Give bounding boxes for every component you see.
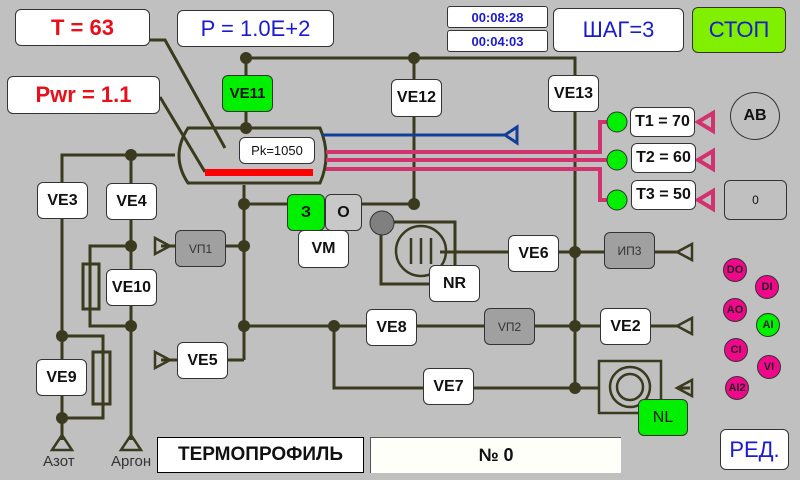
valve-ve7[interactable]: VE7 xyxy=(423,368,474,405)
power-readout[interactable]: Pwr = 1.1 xyxy=(7,76,160,114)
valve-ve3[interactable]: VE3 xyxy=(37,182,88,219)
profile-label: ТЕРМОПРОФИЛЬ xyxy=(157,437,364,473)
nr-indicator-icon xyxy=(369,210,395,236)
ve2-outlet-icon xyxy=(674,315,694,337)
pressure-readout[interactable]: P = 1.0E+2 xyxy=(177,10,334,47)
sensor-vp2[interactable]: VП2 xyxy=(484,308,535,345)
blue-outlet-icon xyxy=(502,124,519,146)
valve-ve2[interactable]: VE2 xyxy=(600,308,651,345)
io-indicator-di[interactable]: DI xyxy=(755,275,779,299)
thermocouple-t3: T3 = 50 xyxy=(631,180,696,210)
temperature-readout[interactable]: T = 63 xyxy=(15,9,150,46)
thermocouple-t1: T1 = 70 xyxy=(630,107,695,137)
io-indicator-ao[interactable]: AO xyxy=(723,298,747,322)
counter-display[interactable]: 0 xyxy=(724,180,787,220)
valve-vm[interactable]: VM xyxy=(298,230,349,268)
ab-button[interactable]: AB xyxy=(730,92,780,140)
nl-outlet-icon xyxy=(674,377,694,399)
t1-indicator-icon xyxy=(606,111,628,133)
t2-outlet-icon xyxy=(694,147,715,173)
valve-ve12[interactable]: VE12 xyxy=(391,79,442,117)
valve-ve4[interactable]: VE4 xyxy=(106,183,157,220)
ip3-outlet-icon xyxy=(674,241,694,263)
valve-ve13[interactable]: VE13 xyxy=(548,75,599,112)
valve-ve8[interactable]: VE8 xyxy=(366,309,417,346)
vm-open-button[interactable]: О xyxy=(325,194,362,231)
t2-indicator-icon xyxy=(606,149,628,171)
step-readout[interactable]: ШАГ=3 xyxy=(553,8,684,52)
valve-ve10[interactable]: VE10 xyxy=(106,269,157,306)
pk-readout: Pk=1050 xyxy=(239,137,315,164)
pump-nl[interactable]: NL xyxy=(638,399,688,436)
argon-inlet-icon xyxy=(118,432,144,452)
valve-ve11[interactable]: VE11 xyxy=(222,75,273,112)
junctions xyxy=(56,52,581,424)
sensor-ip3[interactable]: ИП3 xyxy=(604,232,655,269)
pump-nr[interactable]: NR xyxy=(429,265,480,302)
t3-indicator-icon xyxy=(606,189,628,211)
sensor-vp1[interactable]: VП1 xyxy=(175,230,226,267)
step-timer: 00:04:03 xyxy=(447,30,548,52)
total-timer: 00:08:28 xyxy=(447,6,548,28)
argon-label: Аргон xyxy=(111,453,152,470)
vm-close-button[interactable]: З xyxy=(287,194,325,231)
heater-bar xyxy=(205,169,313,176)
io-indicator-ai2[interactable]: AI2 xyxy=(725,376,749,400)
ve5-inlet-icon xyxy=(153,349,173,371)
nitrogen-inlet-icon xyxy=(49,432,75,452)
io-indicator-ai[interactable]: AI xyxy=(756,313,780,337)
io-indicator-ci[interactable]: CI xyxy=(724,338,748,362)
valve-ve9[interactable]: VE9 xyxy=(36,359,87,396)
profile-number[interactable]: № 0 xyxy=(370,437,621,473)
vp1-inlet-icon xyxy=(153,235,173,257)
t3-outlet-icon xyxy=(694,187,715,213)
valve-ve5[interactable]: VE5 xyxy=(177,342,228,379)
edit-button[interactable]: РЕД. xyxy=(720,429,789,470)
t1-outlet-icon xyxy=(694,109,715,135)
nitrogen-label: Азот xyxy=(43,453,75,470)
valve-ve6[interactable]: VE6 xyxy=(508,235,559,272)
stop-button[interactable]: СТОП xyxy=(692,7,786,53)
thermocouple-t2: T2 = 60 xyxy=(631,143,696,173)
io-indicator-do[interactable]: DO xyxy=(723,258,747,282)
pipes xyxy=(60,38,690,440)
io-indicator-vi[interactable]: VI xyxy=(757,355,781,379)
